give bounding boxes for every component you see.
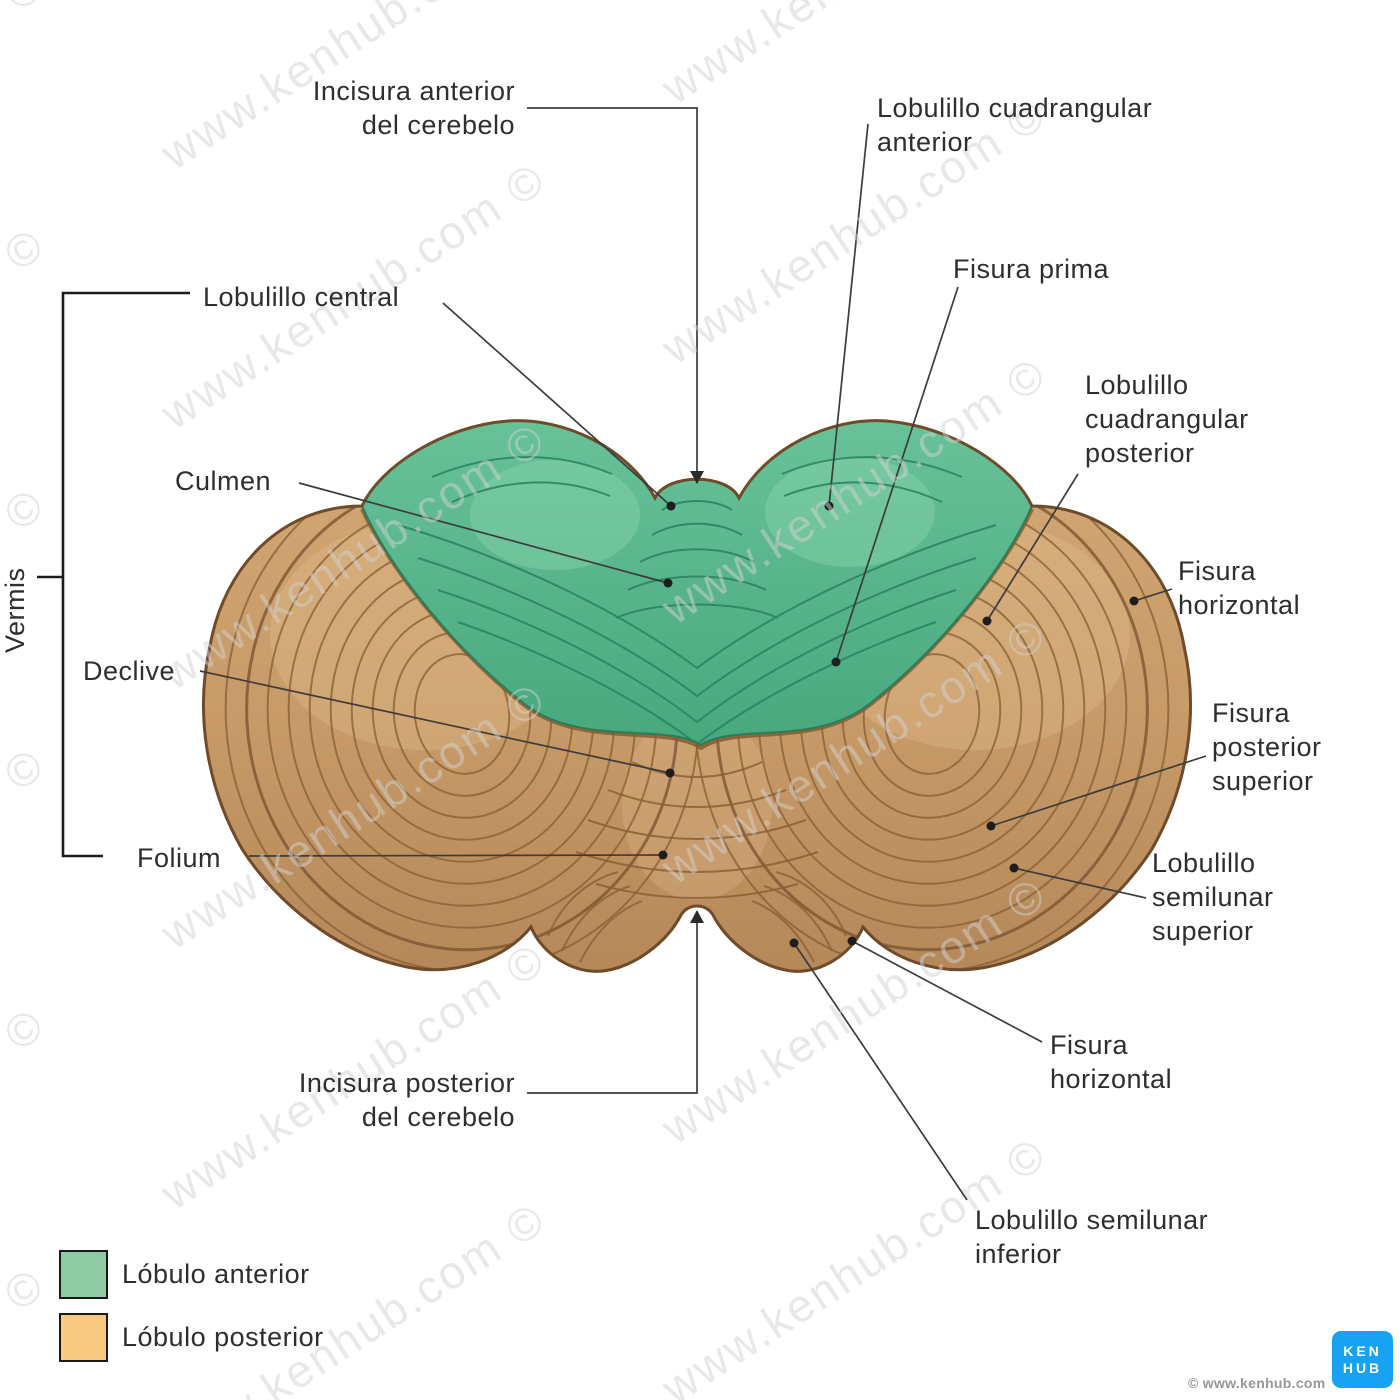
label-culmen: Culmen	[175, 466, 272, 496]
legend-swatch-posterior	[59, 1313, 108, 1362]
inferior-lobule-folds	[547, 871, 847, 963]
label-fisura-prima: Fisura prima	[953, 254, 1110, 284]
label-declive: Declive	[83, 656, 176, 686]
label-lobulillo-semilunar-inferior: Lobulillo semilunar inferior	[975, 1205, 1209, 1269]
leader-fisura-horizontal-superior	[1133, 588, 1173, 602]
legend-item-anterior: Lóbulo anterior	[59, 1250, 310, 1299]
kenhub-logo: KEN HUB	[1332, 1331, 1393, 1388]
label-fisura-horizontal-inferior: Fisura horizontal	[1050, 1030, 1173, 1094]
leader-fisura-posterior-superior	[990, 755, 1207, 827]
leader-fisura-prima	[835, 286, 959, 663]
anterior-lobe-folia	[397, 456, 997, 745]
leader-culmen	[298, 482, 669, 584]
leader-declive	[199, 670, 671, 774]
label-folium: Folium	[137, 843, 222, 873]
cerebellum-outline	[202, 419, 1192, 973]
label-incisura-posterior: Incisura posterior del cerebelo	[298, 1068, 515, 1132]
label-vermis: Vermis	[0, 567, 30, 653]
label-fisura-horizontal-superior: Fisura horizontal	[1178, 556, 1301, 620]
legend-item-posterior: Lóbulo posterior	[59, 1313, 324, 1362]
label-lobulillo-cuadrangular-anterior: Lobulillo cuadrangular anterior	[877, 93, 1153, 157]
leader-dots	[658, 501, 1139, 948]
leader-lobulillo-cuadrangular-anterior	[828, 123, 869, 507]
copyright-text: © www.kenhub.com	[1188, 1375, 1326, 1391]
leader-incisura-posterior	[527, 921, 698, 1094]
leader-lobulillo-semilunar-superior	[1013, 867, 1147, 899]
arrowhead-anterior-incisure	[690, 471, 704, 484]
label-lobulillo-central: Lobulillo central	[203, 282, 400, 312]
leader-lobulillo-central	[442, 302, 672, 507]
legend-label-posterior: Lóbulo posterior	[122, 1322, 324, 1352]
legend-label-anterior: Lóbulo anterior	[122, 1259, 310, 1289]
cerebellum-body	[202, 419, 1192, 973]
label-lobulillo-cuadrangular-posterior: Lobulillo cuadrangular posterior	[1085, 370, 1249, 468]
leader-lobulillo-semilunar-inferior	[793, 942, 968, 1201]
kenhub-logo-line2: HUB	[1342, 1359, 1383, 1376]
label-fisura-posterior-superior: Fisura posterior superior	[1212, 698, 1322, 796]
kenhub-logo-line1: KEN	[1343, 1342, 1382, 1359]
legend-swatch-anterior	[59, 1250, 108, 1299]
leader-incisura-anterior	[527, 107, 698, 473]
leader-lines	[199, 107, 1207, 1201]
vermis-bracket	[37, 291, 190, 858]
leader-fisura-horizontal-inferior	[851, 940, 1043, 1043]
label-lobulillo-semilunar-superior: Lobulillo semilunar superior	[1152, 848, 1274, 946]
leader-folium	[248, 854, 664, 857]
label-incisura-anterior: Incisura anterior del cerebelo	[312, 76, 515, 140]
leader-lobulillo-cuadrangular-posterior	[986, 473, 1079, 622]
arrowhead-posterior-incisure	[690, 910, 704, 923]
